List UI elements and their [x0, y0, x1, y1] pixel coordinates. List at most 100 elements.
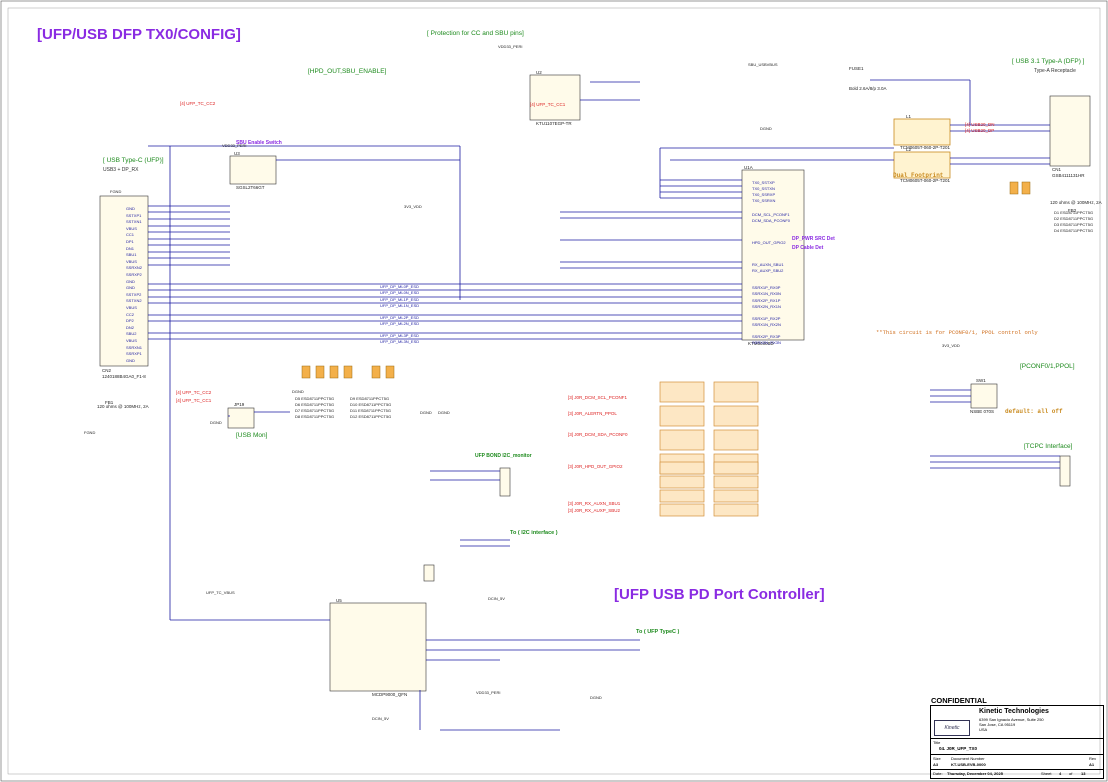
u1a-pin-12: SSRX2N_RX1N [752, 304, 781, 309]
dp-net-7: UFP_DP_ML3N_ESD [380, 339, 420, 344]
jumper-bot-1-1 [713, 475, 759, 489]
jumper-top-1-1 [713, 405, 759, 427]
cn2-pin-2: SSTXN1 [126, 219, 142, 225]
u1a-pin-15: SSRX2P_RX3P [752, 334, 781, 339]
jumper-top-0-0 [659, 381, 705, 403]
net-red-3: [4] UFP_TC_CC1 [530, 102, 566, 107]
address-line-3: USA [979, 727, 988, 732]
of-label: of [1069, 771, 1073, 776]
to-i2c-label: To ( I2C interface ) [510, 530, 558, 536]
pconf-label: [PCONF0/1,PPOL] [1020, 363, 1075, 370]
cn2-pin-8: VBUS [126, 258, 137, 264]
jumper-top-0-1 [713, 381, 759, 403]
esd-right-diode-1 [1021, 181, 1031, 195]
usb-a-sublabel: Type-A Receptacle [1034, 68, 1076, 74]
esd-label-6: D11 ESD8711PPCT5G [350, 408, 391, 413]
esd-label-5: D10 ESD8711PPCT5G [350, 402, 392, 407]
net-red-8: [3] J0R_DCM_SDA_PCONF0 [568, 432, 628, 437]
fb2-ref: FB2 [1068, 208, 1077, 213]
net-red-11: [3] J0R_RX_AUXP_SBU2 [568, 508, 621, 513]
esd-diode-1 [315, 365, 325, 379]
power-net-5: DCIN_5V [488, 596, 505, 601]
wires [148, 79, 1060, 731]
esd-label-3: D8 ESD8711PPCT5G [295, 414, 335, 419]
power-net-3: SBU_USBVBUS [748, 62, 778, 67]
esd-label-4: D9 ESD8711PPCT5G [350, 396, 390, 401]
u1a-chip [741, 169, 805, 341]
net-red-2: [4] UFP_TC_CC2 [180, 101, 216, 106]
jumper-bot-2-1 [713, 489, 759, 503]
u1a-pin-0: TX0_SSTXP [752, 180, 775, 185]
jumper-array [659, 381, 759, 517]
drawing-title: 04. J0R_UFP_TX0 [939, 746, 978, 751]
jumper-top-2-1 [713, 429, 759, 451]
usb-c-label: [ USB Type-C (UFP)] [103, 157, 164, 164]
cn2-pin-4: CC1 [126, 232, 135, 238]
usb-c-connector [99, 195, 149, 367]
cn2-pin-23: GND [126, 357, 135, 363]
jumper-top-1-0 [659, 405, 705, 427]
esd-diode-4 [371, 365, 381, 379]
cn2-pin-16: CC2 [126, 311, 135, 317]
esd-right-diode-0 [1009, 181, 1019, 195]
rev-label: Rev [1089, 756, 1097, 761]
choke-l2 [893, 151, 951, 179]
jumper-bot-3-0 [659, 503, 705, 517]
rev-value: A1 [1089, 762, 1095, 767]
cn2-pin-12: GND [126, 285, 135, 291]
fb1-ref: FB1 [105, 400, 114, 405]
u1a-pin-2: TX0_SSRXP [752, 192, 776, 197]
usb-a-connector [1049, 95, 1091, 167]
default-off-label: default: all off [1005, 408, 1063, 415]
jumper-bot-0-1 [713, 461, 759, 475]
ufp-bond-label: UFP BOND I2C_monitor [475, 453, 532, 459]
gnd-label-4: FGND [110, 189, 122, 194]
tcpc-label: [TCPC Interface] [1024, 443, 1073, 450]
gnd-label-6: DGND [760, 126, 772, 131]
dp-pwr-label: DP_PWR SRC Det [792, 236, 835, 242]
sw1-part: NSBE 070S [970, 409, 995, 414]
docnum-label: Document Number [951, 756, 985, 761]
cn2-pin-9: SSRXN2 [126, 265, 143, 271]
bond-header [499, 467, 511, 497]
cn2-ref: CN2 [102, 368, 112, 373]
u1a-pin-9: SSRX1P_RX0P [752, 285, 781, 290]
u1a-pin-3: TX0_SSRXN [752, 198, 776, 203]
jp19-ref: JP19 [234, 402, 245, 407]
cn2-pin-22: SSRXP1 [126, 351, 142, 357]
fuse-ref: FUSE1 [849, 66, 864, 71]
sheet-label: Sheet [1041, 771, 1052, 776]
title-label: Title [933, 740, 941, 745]
cn2-pin-14: SSTXN2 [126, 298, 142, 304]
esd-right-label-1: D2 ESD8711PPCT5G [1054, 216, 1094, 221]
size-label: Size [933, 756, 941, 761]
to-ufp-label: To ( UFP TypeC ) [636, 629, 680, 635]
fb1-part: 120 ohms @ 100MHz, 2A [97, 404, 149, 409]
company-name: Kinetic Technologies [979, 708, 1049, 715]
u1a-pin-4: DCM_SCL_PCONF1 [752, 212, 790, 217]
power-net-1: VDD33_PERI [222, 143, 247, 148]
cn2-pin-0: GND [126, 206, 135, 211]
dp-net-2: UFP_DP_ML1P_ESD [380, 297, 419, 302]
pconf-note: **This circuit is for PCONF0/1, PPOL con… [876, 329, 1038, 336]
u1a-pin-5: DCM_SDA_PCONF0 [752, 218, 791, 223]
gnd-label-1: DGND [420, 410, 432, 415]
u1a-pin-7: RX_AUXN_SBU1 [752, 262, 784, 267]
cn2-pin-17: DP2 [126, 318, 134, 324]
jp19-header [227, 407, 255, 429]
sw1-switch [970, 383, 998, 409]
u1a-pin-1: TX0_SSTXN [752, 186, 775, 191]
cn2-pin-10: SSRXP2 [126, 272, 142, 277]
tcpc-header [1059, 455, 1071, 487]
l1-part: TCM0605T-060-2P-T201 [900, 145, 951, 150]
date-value: Thursday, December 04, 2025 [947, 771, 1003, 776]
esd-label-1: D6 ESD8711PPCT5G [295, 402, 335, 407]
fuse-part: Bold 2.6A/8/p 3.0A [849, 86, 887, 91]
u3-part: SGSL2T66GT [236, 185, 265, 190]
esd-right-label-2: D3 ESD8711PPCT5G [1054, 222, 1094, 227]
l2-ref: L2 [906, 147, 912, 152]
fb2-part: 120 ohms @ 100MHz, 2A [1050, 200, 1102, 205]
sheet-value: 4 [1059, 771, 1062, 776]
cn2-part: 1240188B4GA0_F1-8 [102, 374, 146, 379]
